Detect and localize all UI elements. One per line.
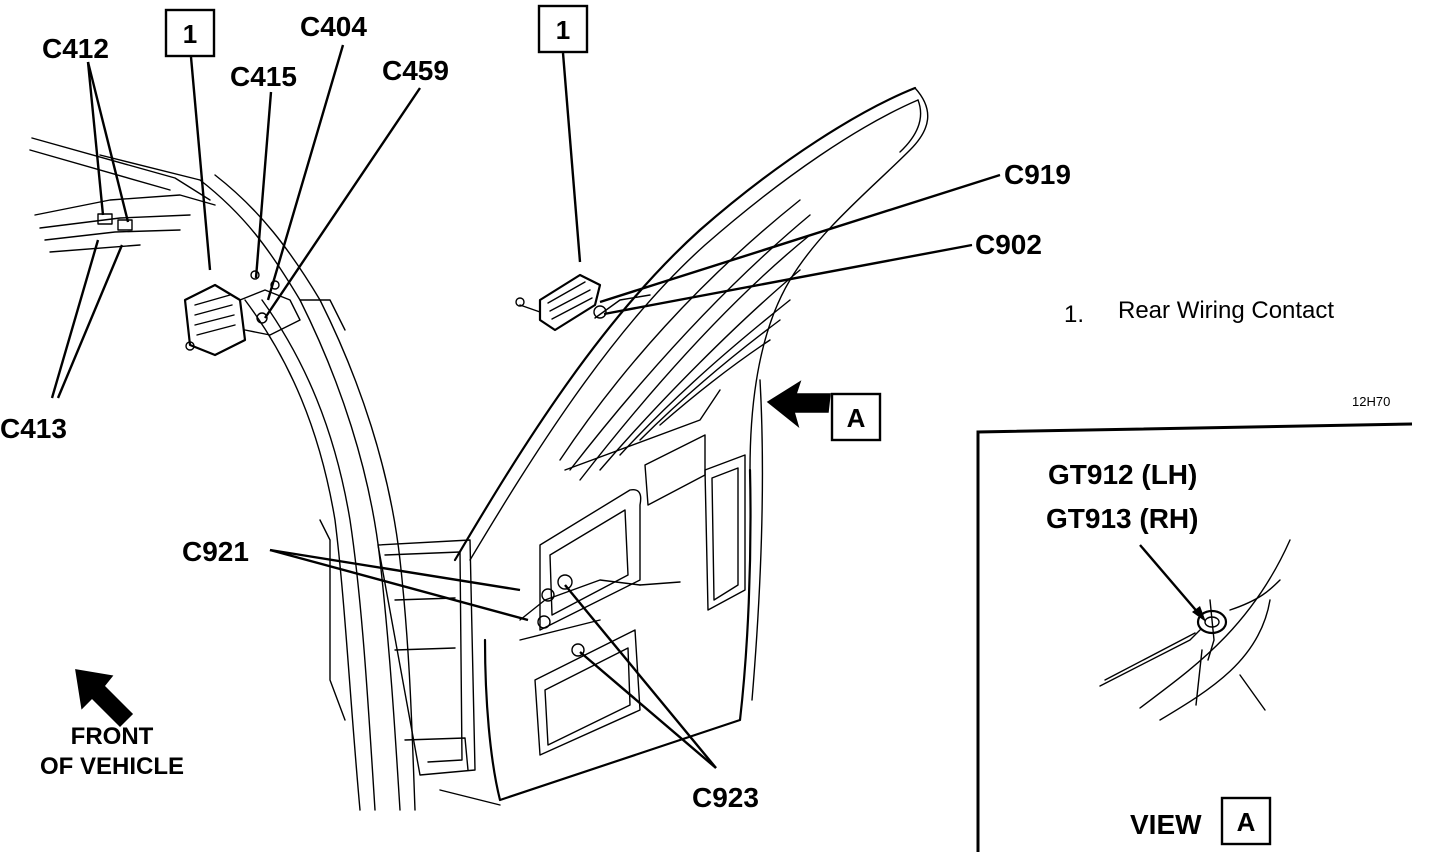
- ref-box-right-text: 1: [556, 15, 570, 45]
- left-connector-block: [183, 270, 301, 357]
- label-c415: C415: [230, 61, 297, 92]
- inset-view-a: GT912 (LH) GT913 (RH) VIEW A: [976, 422, 1413, 852]
- label-c412: C412: [42, 33, 109, 64]
- rear-door: [439, 86, 929, 806]
- leader-lines: [50, 44, 1001, 769]
- front-line1: FRONT: [71, 723, 154, 750]
- ref-box-right: 1: [537, 4, 589, 54]
- left-pillar: [199, 174, 416, 811]
- vehicle-body-illustration: [29, 86, 929, 811]
- label-c919: C919: [1004, 159, 1071, 190]
- front-of-vehicle: FRONT OF VEHICLE: [40, 669, 184, 780]
- label-c923: C923: [692, 782, 759, 813]
- roof-connectors: [97, 213, 133, 231]
- door-frame: [377, 539, 476, 776]
- figure-code: 12H70: [1352, 394, 1390, 409]
- ref-box-left-text: 1: [183, 19, 197, 49]
- legend: 1. Rear Wiring Contact: [1064, 297, 1334, 328]
- view-arrow-letter: A: [847, 403, 866, 433]
- door-harness: [519, 574, 681, 657]
- view-a-arrow: A: [766, 380, 882, 442]
- ground-detail: [1099, 539, 1291, 721]
- roof-rail: [29, 137, 216, 253]
- right-connector-block: [515, 273, 651, 332]
- label-c413: C413: [0, 413, 67, 444]
- label-c921: C921: [182, 536, 249, 567]
- legend-number: 1.: [1064, 301, 1084, 328]
- arrow-left-icon: [766, 380, 831, 429]
- label-c459: C459: [382, 55, 449, 86]
- view-label: VIEW: [1130, 809, 1202, 840]
- label-gt913: GT913 (RH): [1046, 503, 1198, 534]
- ref-box-left: 1: [164, 8, 216, 58]
- label-c404: C404: [300, 11, 367, 42]
- view-box-letter: A: [1237, 807, 1256, 837]
- label-gt912: GT912 (LH): [1048, 459, 1197, 490]
- front-line2: OF VEHICLE: [40, 753, 184, 780]
- arrow-up-left-icon: [75, 669, 134, 728]
- connector-labels: C412 C413 C404 C415 C459 C919 C902 C921 …: [0, 11, 1071, 813]
- legend-text: Rear Wiring Contact: [1118, 297, 1334, 324]
- label-c902: C902: [975, 229, 1042, 260]
